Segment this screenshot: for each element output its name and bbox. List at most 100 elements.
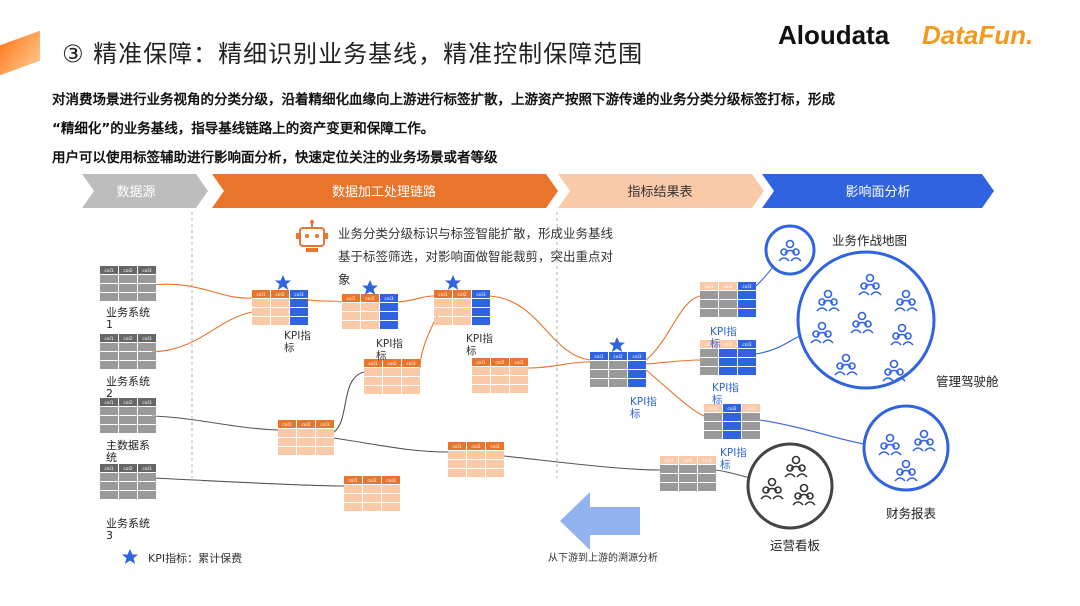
column-header-label: col2 [365, 296, 374, 302]
intro-line-2: “精细化”的业务基线，指导基线链路上的资产变更和保障工作。 [52, 121, 435, 137]
target-finance-circle[interactable] [862, 404, 950, 492]
column-header-label: col2 [123, 400, 132, 406]
column-header-label: col2 [123, 466, 132, 472]
kpi-label-impact-1: KPI指标 [710, 326, 737, 350]
kpi-label-3: KPI指标 [466, 333, 493, 357]
people-icon [760, 477, 784, 500]
column-header-label: col3 [476, 292, 485, 298]
column-header-label: col3 [142, 268, 151, 274]
link-s4-t8 [151, 477, 345, 487]
column-header-label: col2 [613, 354, 622, 360]
link-t3-r [489, 295, 591, 361]
target-cockpit-label: 管理驾驶舱 [936, 374, 999, 389]
column-header-label: col1 [104, 466, 113, 472]
result-table[interactable]: col1 col2 col3 [590, 352, 646, 387]
column-header-label: col3 [142, 336, 151, 342]
column-header-label: col2 [683, 458, 692, 464]
column-header-label: col3 [384, 296, 393, 302]
column-header-label: col3 [702, 458, 711, 464]
note-line-2b: 象 [338, 272, 351, 287]
note-line-2: 基于标签筛选，对影响面做智能裁剪，突出重点对 [338, 249, 613, 264]
column-header-label: col1 [452, 444, 461, 450]
target-ops-label: 运营看板 [770, 538, 821, 553]
people-icon [850, 311, 874, 334]
aloudata-logo: Aloudata [778, 20, 890, 50]
legend-label: KPI指标：累计保费 [148, 551, 242, 565]
column-header-label: col1 [368, 361, 377, 367]
source-label-3: 主数据系统 [106, 439, 150, 464]
kpi-star-icon [362, 280, 378, 295]
robot-icon [296, 220, 328, 252]
source-table-4[interactable]: col1 col2 col3 [100, 464, 156, 499]
column-header-label: col3 [742, 342, 751, 348]
people-icon [890, 323, 914, 346]
link-t6-t4 [333, 371, 365, 433]
people-icon [778, 239, 802, 262]
stage-chevron-impact [762, 174, 994, 208]
finance-people-icons [878, 429, 936, 482]
column-header-label: col2 [367, 478, 376, 484]
target-finance-label: 财务报表 [886, 506, 937, 521]
column-header-label: col1 [256, 292, 265, 298]
column-header-label: col2 [723, 284, 732, 290]
note-line-1: 业务分类分级标识与标签智能扩散，形成业务基线 [338, 226, 614, 241]
column-header-label: col2 [275, 292, 284, 298]
kpi-label-impact-3: KPI指标 [720, 447, 747, 471]
column-header-label: col2 [387, 361, 396, 367]
stage-chevron-result [558, 174, 764, 208]
link-t2-t3 [397, 295, 435, 303]
intro-line-3: 用户可以使用标签辅助进行影响面分析，快速定位关注的业务场景或者等级 [52, 150, 498, 166]
column-header-label: col1 [346, 296, 355, 302]
datafun-logo: DataFun. [922, 20, 1034, 50]
stage-label-impact: 影响面分析 [845, 184, 910, 200]
stage-chevron-source [82, 174, 208, 208]
target-ops-circle[interactable] [746, 442, 834, 530]
kpi-table-2[interactable]: col1 col2 col3 [342, 294, 398, 329]
people-icon [882, 359, 906, 382]
page-title: ③ 精准保障：精细识别业务基线，精准控制保障范围 [62, 40, 644, 68]
column-header-label: col1 [708, 406, 717, 412]
link-s1-t1 [151, 283, 253, 299]
legend-star-icon [122, 549, 138, 564]
column-header-label: col3 [142, 466, 151, 472]
link-i3-finance [759, 419, 865, 445]
column-header-label: col3 [632, 354, 641, 360]
stage-label-processing: 数据加工处理链路 [332, 184, 436, 200]
link-r-i1 [645, 295, 701, 361]
impact-table-2[interactable]: col1 col2 col3 [700, 340, 756, 375]
kpi-star-icon [275, 275, 291, 290]
column-header-label: col2 [723, 342, 732, 348]
column-header-label: col1 [104, 400, 113, 406]
column-header-label: col1 [438, 292, 447, 298]
column-header-label: col1 [348, 478, 357, 484]
stage-label-source: 数据源 [116, 185, 155, 200]
column-header-label: col2 [495, 360, 504, 366]
link-t1-t2 [307, 299, 343, 303]
people-icon [784, 455, 808, 478]
column-header-label: col2 [301, 422, 310, 428]
column-header-label: col1 [594, 354, 603, 360]
kpi-label-1: KPI指标 [284, 330, 311, 354]
column-header-label: col1 [704, 342, 713, 348]
link-r-i3 [645, 369, 705, 417]
target-cockpit-circle[interactable] [796, 250, 936, 390]
link-s3-t6 [151, 415, 279, 431]
people-icon [792, 483, 816, 506]
kpi-label-result: KPI指标 [630, 396, 657, 420]
